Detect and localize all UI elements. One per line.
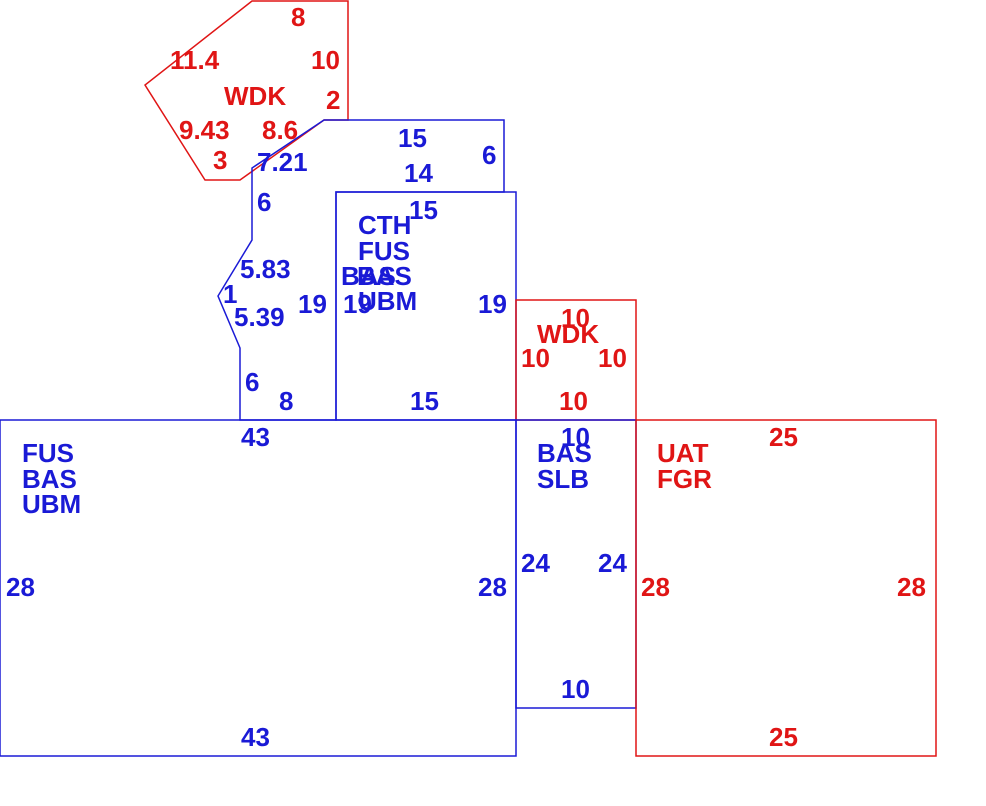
dimension-label-central-2: 19 xyxy=(343,289,372,319)
dimension-label-upper-left-10: 8 xyxy=(279,386,293,416)
area-name-wdk-top-0: WDK xyxy=(224,81,286,111)
dimension-label-central-0: 15 xyxy=(409,195,438,225)
dimension-label-upper-left-2: 14 xyxy=(404,158,433,188)
outline-uat xyxy=(635,419,937,757)
dimension-label-wdk-top-6: 3 xyxy=(213,145,227,175)
area-outlines xyxy=(0,0,937,757)
outline-wdk-top xyxy=(144,0,349,181)
dimension-label-slb-0: 10 xyxy=(561,422,590,452)
dimension-label-upper-left-4: 6 xyxy=(257,187,271,217)
area-name-slb-0: BAS xyxy=(537,438,592,468)
area-name-central-0: CTH xyxy=(358,210,411,240)
area-name-wdk-mid-0: WDK xyxy=(537,319,599,349)
outline-large-left xyxy=(0,419,517,757)
dimension-label-wdk-top-4: 9.43 xyxy=(179,115,230,145)
dimension-label-upper-left-9: 6 xyxy=(245,367,259,397)
dimension-label-slb-1: 24 xyxy=(521,548,550,578)
dimension-label-uat-1: 28 xyxy=(641,572,670,602)
dimension-label-central-1: 19 xyxy=(478,289,507,319)
dimension-label-upper-left-7: 5.39 xyxy=(234,302,285,332)
area-name-uat-0: UAT xyxy=(657,438,709,468)
dimension-label-upper-left-0: 15 xyxy=(398,123,427,153)
dimension-label-upper-left-1: 6 xyxy=(482,140,496,170)
area-name-central-3: BAS xyxy=(357,261,412,291)
dimension-label-upper-left-5: 5.83 xyxy=(240,254,291,284)
dimension-label-upper-left-3: 7.21 xyxy=(257,147,308,177)
area-name-large-left-1: BAS xyxy=(22,464,77,494)
dimension-label-wdk-top-3: 2 xyxy=(326,85,340,115)
dimension-label-wdk-top-5: 8.6 xyxy=(262,115,298,145)
area-name-central-4: UBM xyxy=(358,286,417,316)
dimension-label-slb-3: 10 xyxy=(561,674,590,704)
dimension-label-large-left-0: 43 xyxy=(241,422,270,452)
dimension-label-wdk-top-0: 8 xyxy=(291,2,305,32)
area-name-large-left-2: UBM xyxy=(22,489,81,519)
dimension-label-wdk-mid-0: 10 xyxy=(561,303,590,333)
area-name-central-1: FUS xyxy=(358,236,410,266)
area-name-slb-1: SLB xyxy=(537,464,589,494)
dimension-label-large-left-2: 28 xyxy=(478,572,507,602)
dimension-label-wdk-top-2: 10 xyxy=(311,45,340,75)
dimension-label-large-left-3: 43 xyxy=(241,722,270,752)
dimension-label-wdk-mid-3: 10 xyxy=(559,386,588,416)
area-name-large-left-0: FUS xyxy=(22,438,74,468)
dimension-label-uat-0: 25 xyxy=(769,422,798,452)
dimension-label-wdk-mid-2: 10 xyxy=(598,343,627,373)
dimension-label-upper-left-6: 1 xyxy=(223,279,237,309)
dimension-label-upper-left-8: 19 xyxy=(298,289,327,319)
dimension-label-central-3: 15 xyxy=(410,386,439,416)
dimension-label-slb-2: 24 xyxy=(598,548,627,578)
dimension-label-uat-2: 28 xyxy=(897,572,926,602)
area-name-uat-1: FGR xyxy=(657,464,712,494)
dimension-label-uat-3: 25 xyxy=(769,722,798,752)
dimension-label-wdk-top-1: 11.4 xyxy=(170,45,220,75)
dimension-label-wdk-mid-1: 10 xyxy=(521,343,550,373)
area-name-central-2: BAS xyxy=(341,261,396,291)
dimension-label-large-left-1: 28 xyxy=(6,572,35,602)
